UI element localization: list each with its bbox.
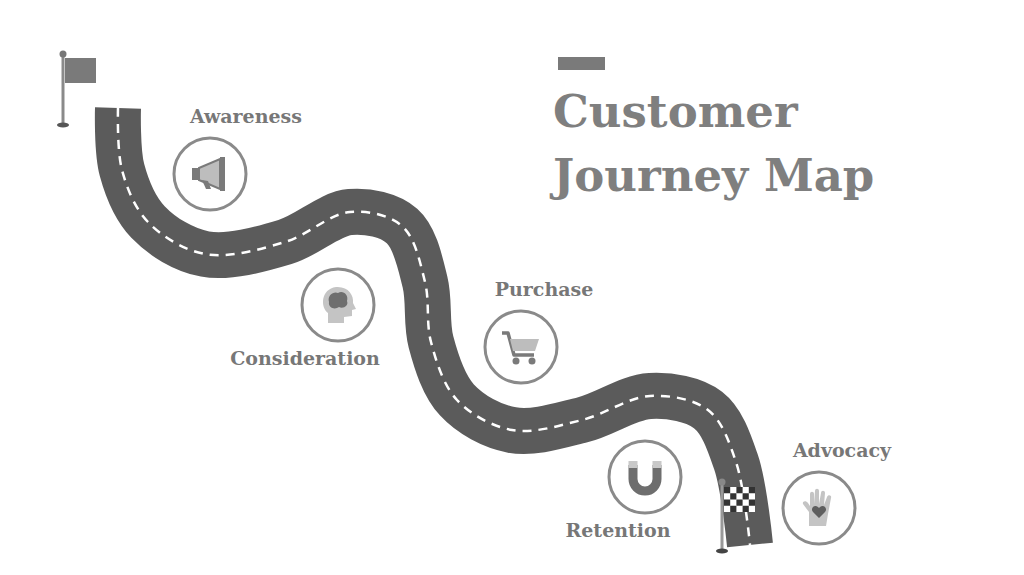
circle-outline [172, 136, 248, 212]
stage-circle: Purchase [483, 309, 559, 385]
circle-outline [781, 470, 857, 546]
circle-outline [607, 439, 683, 515]
stage-circle: Retention [607, 439, 683, 515]
stage-label: Advocacy [793, 439, 891, 461]
stage-label: Awareness [190, 105, 302, 127]
stage-circle: Consideration [300, 267, 376, 343]
circle-outline [483, 309, 559, 385]
start-flag [57, 51, 96, 128]
title: Customer Journey Map [553, 80, 943, 208]
stage-label: Retention [565, 519, 670, 541]
stage-icon [803, 489, 831, 526]
circle-outline [300, 267, 376, 343]
stage-label: Purchase [495, 278, 594, 300]
stage-circle: Advocacy [781, 470, 857, 546]
stage-label: Consideration [230, 347, 380, 369]
stage-icon [629, 461, 662, 491]
stage-icon [502, 333, 539, 365]
stage-icon [192, 157, 225, 191]
stage-icon [323, 287, 356, 323]
title-text: Customer Journey Map [553, 80, 943, 208]
title-bar [558, 57, 605, 70]
finish-flag [716, 479, 755, 554]
stage-circle: Awareness [172, 136, 248, 212]
